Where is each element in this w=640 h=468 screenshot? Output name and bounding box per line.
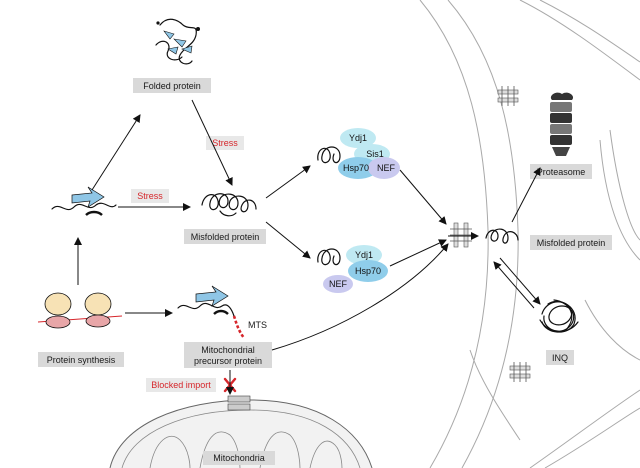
arrow-misfolded-to-chaperone-top bbox=[265, 165, 311, 199]
chaperone-complex-top: Ydj1 Sis1 Hsp70 NEF bbox=[317, 128, 400, 179]
arrow-misfolded-to-proteasome bbox=[511, 167, 541, 223]
arrow-inq-to-misfolded bbox=[493, 261, 535, 309]
folded-protein-label-box: Folded protein bbox=[133, 78, 211, 93]
nuclear-pore-middle bbox=[450, 222, 472, 248]
proteasome-illustration bbox=[550, 92, 574, 156]
nascent-polypeptide bbox=[51, 186, 117, 216]
misfolded-protein-center-illustration bbox=[201, 193, 257, 217]
folded-protein-illustration bbox=[155, 18, 200, 65]
stress-diagonal-label: Stress bbox=[212, 138, 238, 148]
proteasome-label-box: Proteasome bbox=[530, 164, 592, 179]
mito-precursor-label-line2: precursor protein bbox=[194, 356, 262, 366]
nuclear-pore-bottom bbox=[509, 362, 531, 382]
misfolded-protein-nucleus-illustration bbox=[485, 228, 519, 244]
stress-horizontal-label-box: Stress bbox=[131, 189, 169, 203]
misfolded-protein-nucleus-label-box: Misfolded protein bbox=[530, 235, 612, 250]
mts-label: MTS bbox=[248, 320, 267, 330]
arrow-misfolded-to-chaperone-bottom bbox=[265, 221, 311, 259]
stress-diagonal-label-box: Stress bbox=[206, 136, 244, 150]
arrow-chaperone-top-to-pore bbox=[399, 169, 447, 225]
blocked-import-label: Blocked import bbox=[151, 380, 211, 390]
folded-protein-label: Folded protein bbox=[143, 81, 201, 91]
mito-precursor-label-line1: Mitochondrial bbox=[201, 345, 255, 355]
misfolded-protein-nucleus-label: Misfolded protein bbox=[537, 238, 606, 248]
misfolded-protein-center-label: Misfolded protein bbox=[191, 232, 260, 242]
proteasome-label: Proteasome bbox=[537, 167, 586, 177]
arrow-nascent-to-folded bbox=[91, 114, 141, 191]
arrow-folded-to-misfolded bbox=[191, 99, 233, 186]
nuclear-pore-top bbox=[497, 86, 519, 106]
arrow-precursor-to-pore bbox=[271, 243, 449, 351]
flow-arrows bbox=[74, 99, 541, 395]
chaperone-complex-bottom: Ydj1 Hsp70 NEF bbox=[317, 245, 388, 293]
ydj1-bottom-label: Ydj1 bbox=[355, 250, 373, 260]
misfolded-protein-center-label-box: Misfolded protein bbox=[184, 229, 266, 244]
nef-bottom-label: NEF bbox=[329, 279, 348, 289]
mitochondria-label-box: Mitochondria bbox=[203, 451, 275, 465]
inq-aggregate-illustration bbox=[539, 299, 579, 333]
blocked-import-label-box: Blocked import bbox=[146, 378, 216, 392]
mitochondria-label: Mitochondria bbox=[213, 453, 265, 463]
sis1-top-label: Sis1 bbox=[366, 149, 384, 159]
protein-synthesis-label-box: Protein synthesis bbox=[38, 352, 124, 367]
arrow-misfolded-to-inq bbox=[499, 257, 541, 305]
nuclear-envelope bbox=[419, 0, 640, 468]
mito-precursor-label-box: Mitochondrial precursor protein bbox=[184, 342, 272, 368]
hsp70-top-label: Hsp70 bbox=[343, 163, 369, 173]
arrow-chaperone-bottom-to-pore bbox=[389, 239, 447, 267]
hsp70-bottom-label: Hsp70 bbox=[355, 266, 381, 276]
ydj1-top-label: Ydj1 bbox=[349, 133, 367, 143]
stress-horizontal-label: Stress bbox=[137, 191, 163, 201]
inq-label: INQ bbox=[552, 353, 568, 363]
mito-precursor-illustration bbox=[177, 285, 246, 339]
protein-synthesis-label: Protein synthesis bbox=[47, 355, 116, 365]
ribosomes-illustration bbox=[37, 292, 123, 329]
nef-top-label: NEF bbox=[377, 163, 396, 173]
inq-label-box: INQ bbox=[546, 350, 574, 365]
